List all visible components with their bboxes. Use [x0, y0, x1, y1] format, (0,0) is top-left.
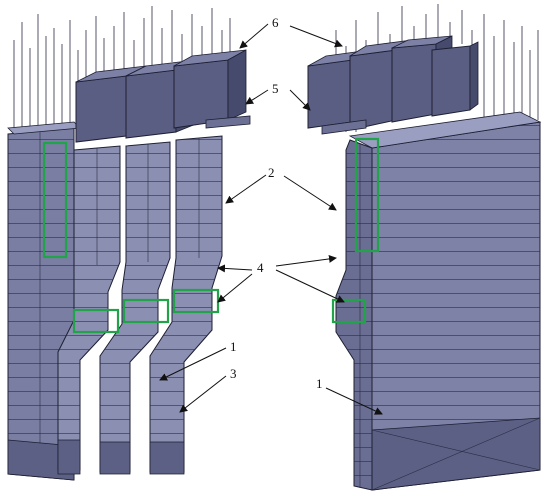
highlight-box-left-lower-a [72, 308, 120, 334]
callout-label-1-right: 1 [316, 376, 323, 391]
highlight-box-right-upper [354, 137, 380, 253]
highlight-box-left-lower-b [122, 298, 170, 324]
callout-label-1-left: 1 [230, 339, 237, 354]
right-main-body [348, 111, 542, 491]
callout-labels: 6 5 2 4 1 3 1 [230, 15, 323, 391]
left-column-c [149, 135, 223, 475]
callout-label-4: 4 [257, 260, 264, 275]
callout-label-5: 5 [272, 81, 279, 96]
left-model [7, 6, 251, 481]
left-column-a [57, 145, 121, 475]
left-column-b [99, 141, 171, 475]
right-column [335, 139, 373, 491]
left-top-ducts [75, 49, 251, 143]
right-top-ducts [307, 35, 479, 135]
callout-label-2: 2 [268, 165, 275, 180]
highlight-boxes [42, 137, 380, 334]
left-rods [13, 6, 231, 132]
callout-arrows [159, 23, 383, 415]
highlight-box-right-lower [331, 298, 367, 324]
callout-label-6: 6 [272, 15, 279, 30]
right-model [307, 4, 542, 491]
callout-label-3: 3 [230, 366, 237, 381]
highlight-box-left-upper [42, 141, 68, 259]
